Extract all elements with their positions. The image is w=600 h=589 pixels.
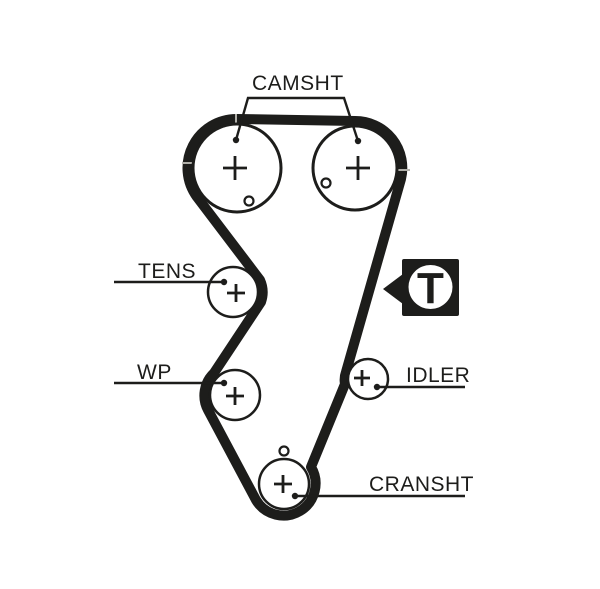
t-icon-letter: T (417, 264, 444, 313)
tensioner-direction-icon: T (383, 259, 459, 316)
camshaft-label-group: CAMSHT (232, 72, 362, 145)
water-pump-pulley (208, 368, 262, 422)
idler-label-group: IDLER (373, 364, 470, 391)
leader-dot (220, 278, 228, 286)
camshaft-pulley-right (311, 124, 399, 212)
leader-dot (291, 492, 299, 500)
leader-dot (220, 379, 228, 387)
timing-mark-dot (243, 195, 255, 207)
plus-mark (274, 475, 292, 493)
leader-dot (373, 383, 381, 391)
water-pump-label: WP (137, 361, 172, 384)
water-pump-label-group: WP (114, 361, 228, 387)
leader-dot (232, 136, 240, 144)
crankshaft-pulley (257, 445, 311, 511)
plus-mark (223, 156, 247, 180)
camshaft-pulley-left (191, 122, 283, 214)
timing-belt (182, 113, 408, 521)
timing-mark-dot (320, 177, 332, 189)
timing-mark-dot (278, 445, 290, 457)
plus-mark (227, 284, 245, 302)
camshaft-label: CAMSHT (252, 72, 344, 95)
t-icon-circle (408, 265, 453, 309)
idler-pulley (346, 357, 390, 401)
idler-label: IDLER (406, 364, 470, 387)
plus-mark (226, 387, 244, 405)
plus-mark (354, 370, 370, 386)
crankshaft-label: CRANSHT (369, 473, 474, 496)
tensioner-label: TENS (138, 260, 196, 283)
camshaft-leader-line (234, 96, 360, 142)
tensioner-label-group: TENS (114, 260, 228, 286)
tensioner-pulley (206, 265, 260, 319)
arrow-left-icon (383, 274, 403, 304)
plus-mark (346, 156, 370, 180)
leader-dot (354, 137, 362, 145)
crankshaft-label-group: CRANSHT (291, 473, 474, 500)
